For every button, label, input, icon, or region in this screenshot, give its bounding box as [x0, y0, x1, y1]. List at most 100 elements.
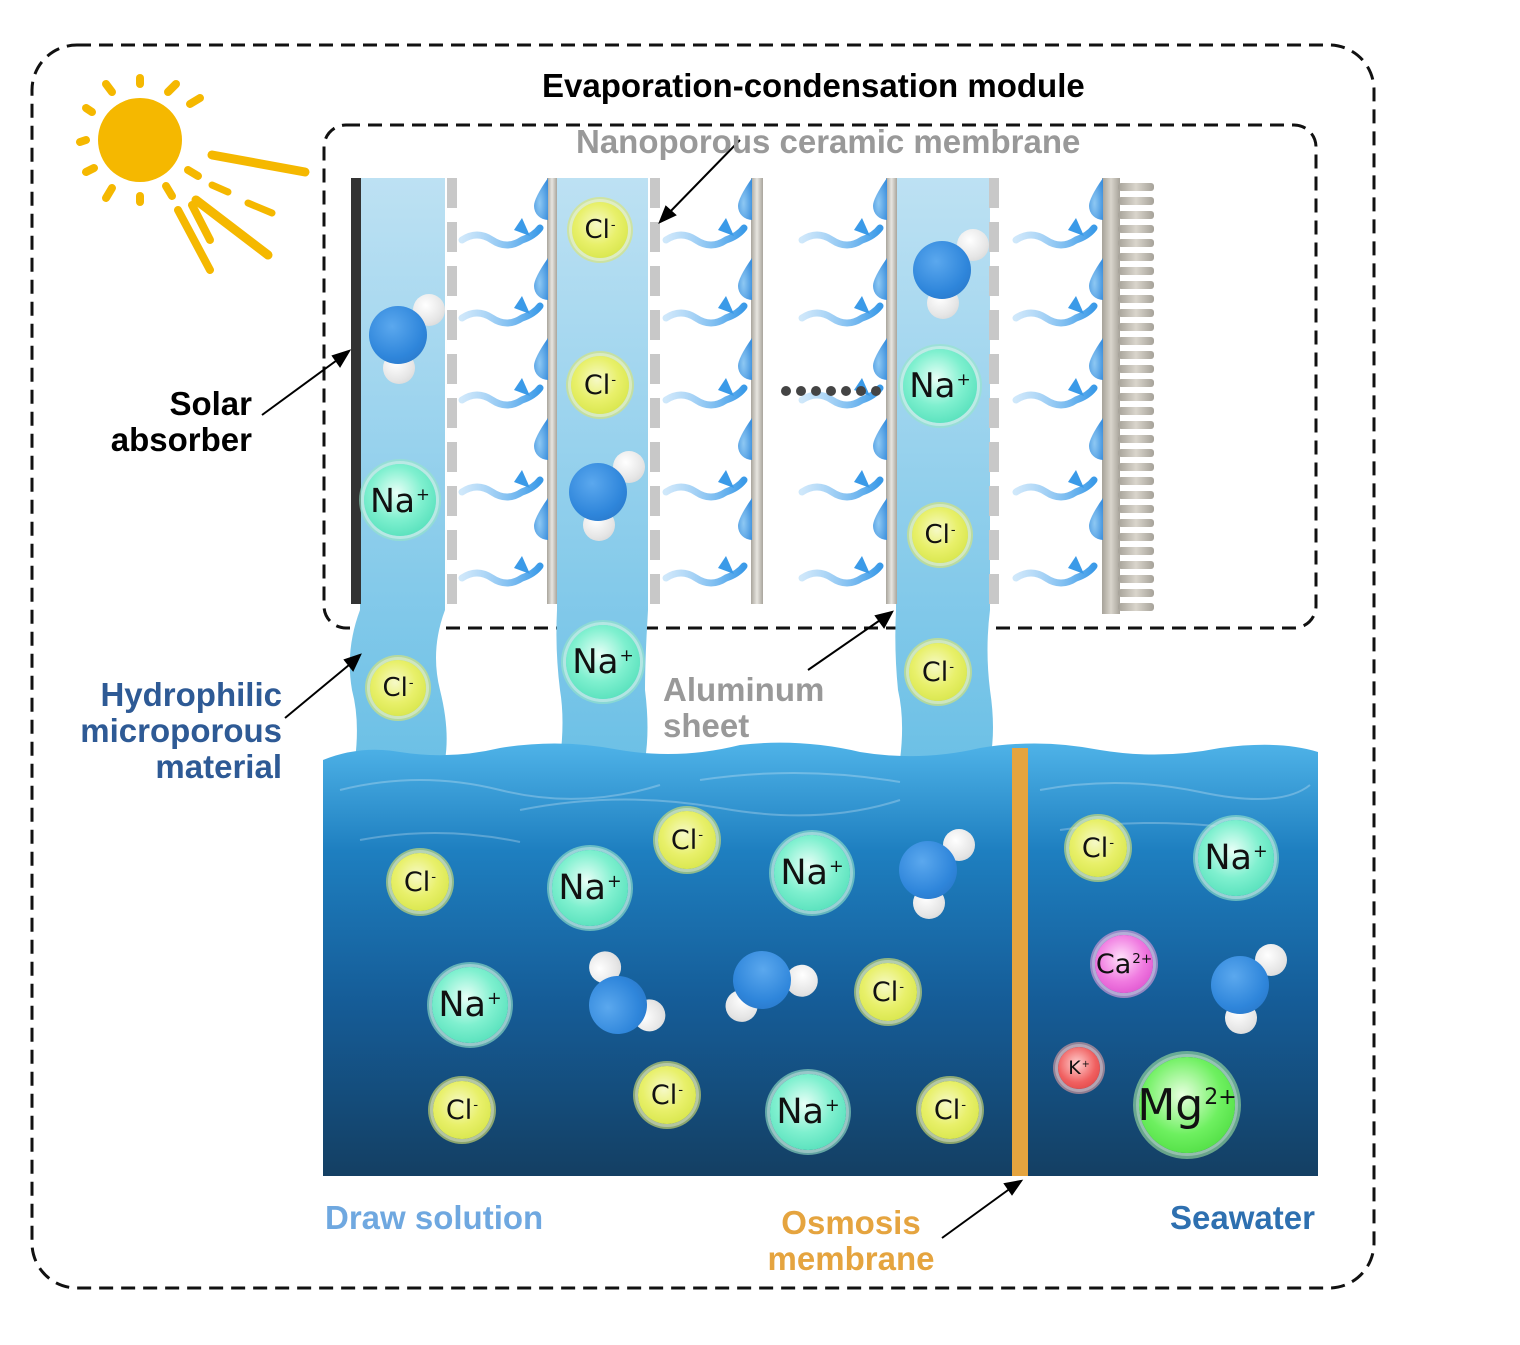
water-droplet-icon [534, 338, 548, 380]
cl-ion: Cl- [909, 643, 967, 701]
ion-charge: - [1109, 835, 1115, 852]
osmosis-membrane-label: Osmosis membrane [745, 1205, 957, 1277]
ion-symbol: Na [370, 480, 416, 520]
heat-sink-fin [1118, 183, 1154, 191]
nanoporous-membrane-label: Nanoporous ceramic membrane [576, 123, 1081, 160]
membrane-segment [650, 530, 660, 560]
water-droplet-icon [534, 258, 548, 300]
ion-symbol: Na [558, 868, 606, 908]
water-droplet-icon [873, 498, 887, 540]
ion-symbol: Cl [933, 1094, 961, 1126]
solar-absorber-label-line2: absorber [110, 421, 252, 458]
membrane-segment [650, 486, 660, 516]
vapor-arrow-icon [798, 296, 884, 327]
vapor-arrow-icon [458, 218, 544, 249]
sun-icon [76, 74, 310, 274]
membrane-segment [989, 442, 999, 472]
ion-symbol: Cl [403, 866, 431, 898]
hydrophilic-label-line1: Hydrophilic [100, 676, 282, 713]
ion-charge: + [828, 856, 844, 877]
ion-symbol: Cl [583, 369, 611, 401]
outer-frame [30, 43, 1376, 1290]
water-droplet-icon [738, 498, 752, 540]
pointer-arrows [261, 139, 1024, 1239]
ion-symbol: Cl [921, 656, 949, 688]
solar-absorber [351, 178, 361, 604]
cl-ion: Cl- [433, 1081, 491, 1139]
membrane-segment [447, 222, 457, 252]
water-droplet-icon [1089, 258, 1103, 300]
ion-charge: + [606, 871, 622, 892]
water-droplet-icon [738, 258, 752, 300]
heat-sink-fin [1118, 603, 1154, 611]
membrane-segment [650, 398, 660, 428]
solar-absorber-label: Solar absorber [40, 386, 252, 458]
membrane-segment [989, 266, 999, 296]
vapor-arrow-icon [662, 296, 748, 327]
cl-ion: Cl- [572, 202, 628, 258]
water-droplet-icon [873, 258, 887, 300]
cl-ion: Cl- [370, 660, 426, 716]
ion-charge: - [610, 217, 616, 233]
ion-symbol: Na [1204, 838, 1252, 878]
aluminum-label-line1: Aluminum [663, 671, 825, 708]
membrane-segment [989, 310, 999, 340]
heat-sink-fin [1118, 463, 1154, 471]
heat-sink-fin [1118, 449, 1154, 457]
water-droplet-icon [873, 178, 887, 220]
vapor-arrow-icon [662, 218, 748, 249]
ion-charge: - [473, 1097, 479, 1114]
k-ion: K+ [1058, 1047, 1100, 1089]
heat-sink-fin [1118, 239, 1154, 247]
ion-charge: + [416, 484, 430, 504]
ion-charge: - [611, 372, 617, 389]
heat-sink-fin [1118, 505, 1154, 513]
ion-charge: - [678, 1082, 684, 1099]
ion-charge: 2+ [1132, 951, 1153, 968]
seawater-label: Seawater [1170, 1199, 1315, 1236]
vapor-arrow-icon [662, 470, 748, 501]
heat-sink-fin [1118, 477, 1154, 485]
water-droplet-icon [1089, 498, 1103, 540]
ion-charge: - [431, 869, 437, 886]
heat-sink-fin [1118, 589, 1154, 597]
heat-sink-fin [1118, 519, 1154, 527]
osmosis-label-line2: membrane [767, 1240, 935, 1277]
vapor-arrows [458, 218, 1098, 587]
module-frame [322, 123, 1318, 630]
cl-ion: Cl- [638, 1066, 696, 1124]
ion-charge: - [949, 659, 955, 676]
membrane-segment [650, 354, 660, 384]
heat-sink-fin [1118, 379, 1154, 387]
vapor-arrow-icon [798, 470, 884, 501]
membrane-segment [447, 178, 457, 208]
ion-charge: + [956, 370, 971, 391]
aluminum-sheet-2 [751, 178, 763, 604]
water-droplet-icon [873, 338, 887, 380]
membrane-segment [650, 442, 660, 472]
membrane-segment [989, 530, 999, 560]
ion-charge: - [899, 979, 905, 996]
ion-charge: + [619, 646, 634, 667]
cl-ion: Cl- [391, 853, 449, 911]
hydrophilic-label-line3: material [155, 748, 282, 785]
heat-sink-fin [1118, 351, 1154, 359]
ion-symbol: Na [776, 1092, 824, 1132]
heat-sink-fin [1118, 309, 1154, 317]
aluminum-label-line2: sheet [663, 707, 750, 744]
water-droplet-icon [1089, 338, 1103, 380]
ion-charge: - [950, 522, 956, 538]
water-droplet-icon [1089, 418, 1103, 460]
ion-charge: 2+ [1204, 1084, 1237, 1110]
ion-charge: + [1252, 841, 1268, 862]
membrane-segment [989, 486, 999, 516]
ion-symbol: Cl [584, 215, 610, 245]
aluminum-sheet-3 [886, 178, 897, 604]
water-molecule-icon [1195, 940, 1287, 1034]
water-molecule-icon [897, 225, 989, 319]
membrane-segment [650, 222, 660, 252]
wick-3 [895, 178, 993, 760]
aluminum-sheet-1 [547, 178, 557, 604]
